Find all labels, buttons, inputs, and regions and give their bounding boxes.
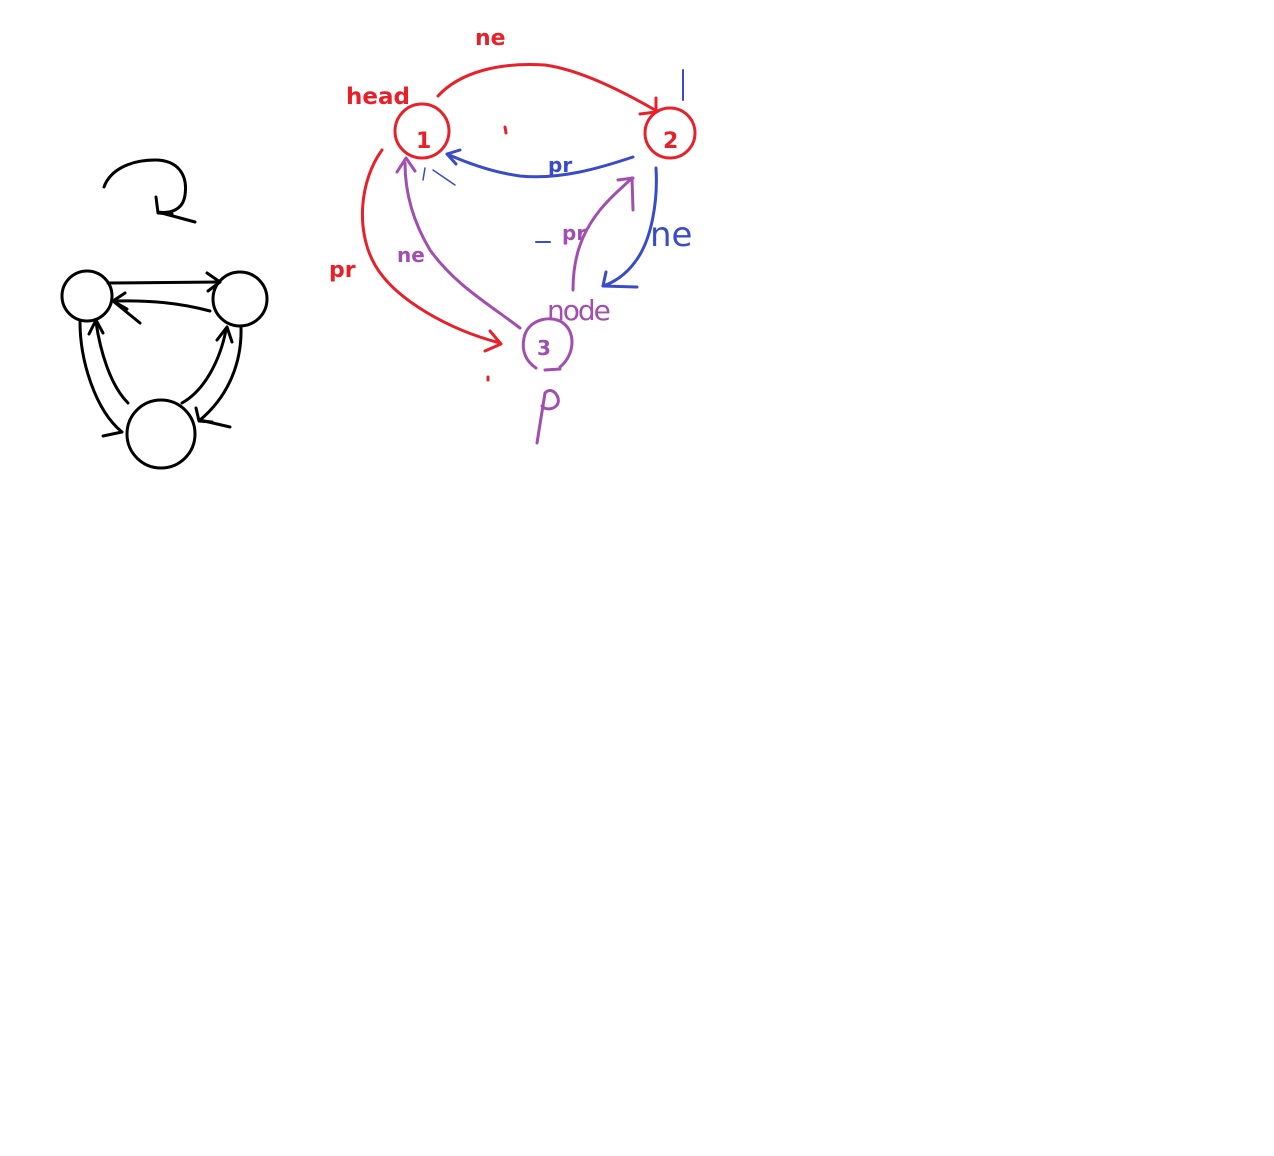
purple-node-label: node	[547, 294, 610, 327]
arrowhead	[601, 270, 608, 288]
node-1-label: 1	[416, 129, 431, 154]
sketch-arrowhead	[205, 271, 222, 293]
edge-2-ne-3	[601, 166, 658, 289]
purple-ne-label: ne	[397, 243, 425, 267]
node-3-label: 3	[537, 336, 551, 360]
left-pr-label: pr	[329, 258, 356, 283]
edge-3-pr-2	[571, 176, 635, 292]
sketch-stroke	[111, 299, 142, 325]
arrowhead	[395, 156, 417, 174]
sketch-arrowhead	[87, 318, 105, 336]
head-label: head	[346, 84, 410, 110]
sketch-arrowhead	[194, 406, 214, 424]
sketch-edge-left-right	[106, 280, 222, 285]
blue-specks	[422, 167, 456, 186]
arrowhead	[483, 329, 503, 353]
speck	[503, 125, 508, 135]
blue-pr-label: pr	[548, 153, 572, 177]
p-stroke	[535, 389, 560, 445]
black-sketch	[60, 158, 269, 470]
edge-1-ne-2	[436, 63, 657, 112]
node-2-label: 2	[663, 129, 678, 154]
node-2-circle	[643, 106, 697, 160]
loop-arrow-head	[154, 195, 174, 216]
sketch-edge-left-bottom	[78, 320, 124, 438]
node-3-circle	[521, 317, 574, 372]
edge-3-ne-1	[403, 161, 522, 330]
sketch-edge-bottom-left	[94, 320, 130, 405]
sketch-node-bottom	[125, 398, 197, 470]
blue-strokes	[422, 69, 684, 289]
loop-arrow	[102, 158, 197, 224]
node-1-circle	[393, 102, 451, 160]
edge-2-pr-1	[445, 152, 635, 179]
sketch-edge-right-bottom	[198, 325, 243, 429]
arrowhead	[638, 96, 658, 116]
labels: 1 2 3 head ne pr pr ne ne pr node	[329, 26, 692, 360]
sketch-edge-bottom-right	[180, 328, 228, 405]
edge-1-pr-3	[360, 148, 502, 345]
red-strokes	[360, 63, 697, 382]
arrowhead	[616, 176, 635, 182]
top-ne-label: ne	[475, 26, 506, 51]
purple-strokes	[395, 156, 635, 445]
purple-pr-label: pr	[562, 221, 586, 245]
sketch-arrowhead	[215, 325, 234, 344]
sketch-edge-right-left	[111, 299, 212, 313]
sketch-node-left	[60, 269, 114, 323]
arrowhead	[445, 148, 462, 166]
blue-ne-label: ne	[650, 215, 692, 255]
